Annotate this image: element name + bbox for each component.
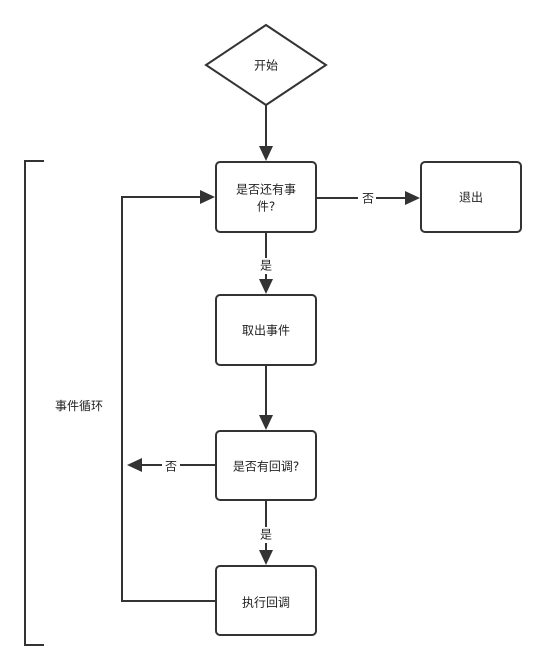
event-loop-bracket	[24, 160, 44, 646]
take-event-label: 取出事件	[242, 324, 290, 338]
node-take-event: 取出事件	[215, 294, 317, 366]
node-run-callback: 执行回调	[215, 565, 317, 636]
has-event-label-line1: 是否还有事	[236, 183, 296, 197]
has-callback-box	[215, 430, 317, 501]
edge-label-has-callback-yes: 是	[260, 528, 272, 542]
event-loop-label: 事件循环	[55, 399, 103, 413]
has-callback-label: 是否有回调?	[233, 460, 299, 474]
arrowhead-has-event-to-exit	[405, 191, 420, 205]
node-exit: 退出	[420, 161, 522, 233]
start-label: 开始	[254, 59, 278, 73]
edge-label-has-callback-no: 否	[165, 460, 177, 474]
edge-run-callback-loop-back	[121, 196, 215, 602]
has-event-box	[215, 161, 317, 233]
node-start: 开始	[204, 23, 328, 107]
run-callback-box	[215, 565, 317, 636]
edge-label-has-event-no: 否	[362, 192, 374, 206]
arrowhead-take-event-to-has-callback	[259, 415, 273, 430]
arrowhead-has-callback-no	[127, 458, 142, 472]
edge-label-bg-has-event-yes	[257, 258, 275, 274]
has-event-label-line2: 件?	[257, 200, 275, 214]
edge-label-has-event-yes: 是	[260, 259, 272, 273]
start-diamond	[204, 23, 328, 107]
take-event-box	[215, 294, 317, 366]
arrowhead-has-callback-to-run-callback	[259, 550, 273, 565]
run-callback-label: 执行回调	[242, 596, 290, 610]
edge-label-bg-has-event-no	[358, 190, 376, 206]
arrowhead-loop-back	[200, 190, 215, 204]
arrowhead-start-to-has-event	[259, 146, 273, 161]
edge-label-bg-has-callback-no	[162, 458, 180, 474]
exit-label: 退出	[459, 191, 483, 205]
exit-box	[420, 161, 522, 233]
node-has-callback: 是否有回调?	[215, 430, 317, 501]
arrowhead-has-event-to-take-event	[259, 279, 273, 294]
edge-label-bg-has-callback-yes	[257, 527, 275, 543]
node-has-event: 是否还有事 件?	[215, 161, 317, 233]
